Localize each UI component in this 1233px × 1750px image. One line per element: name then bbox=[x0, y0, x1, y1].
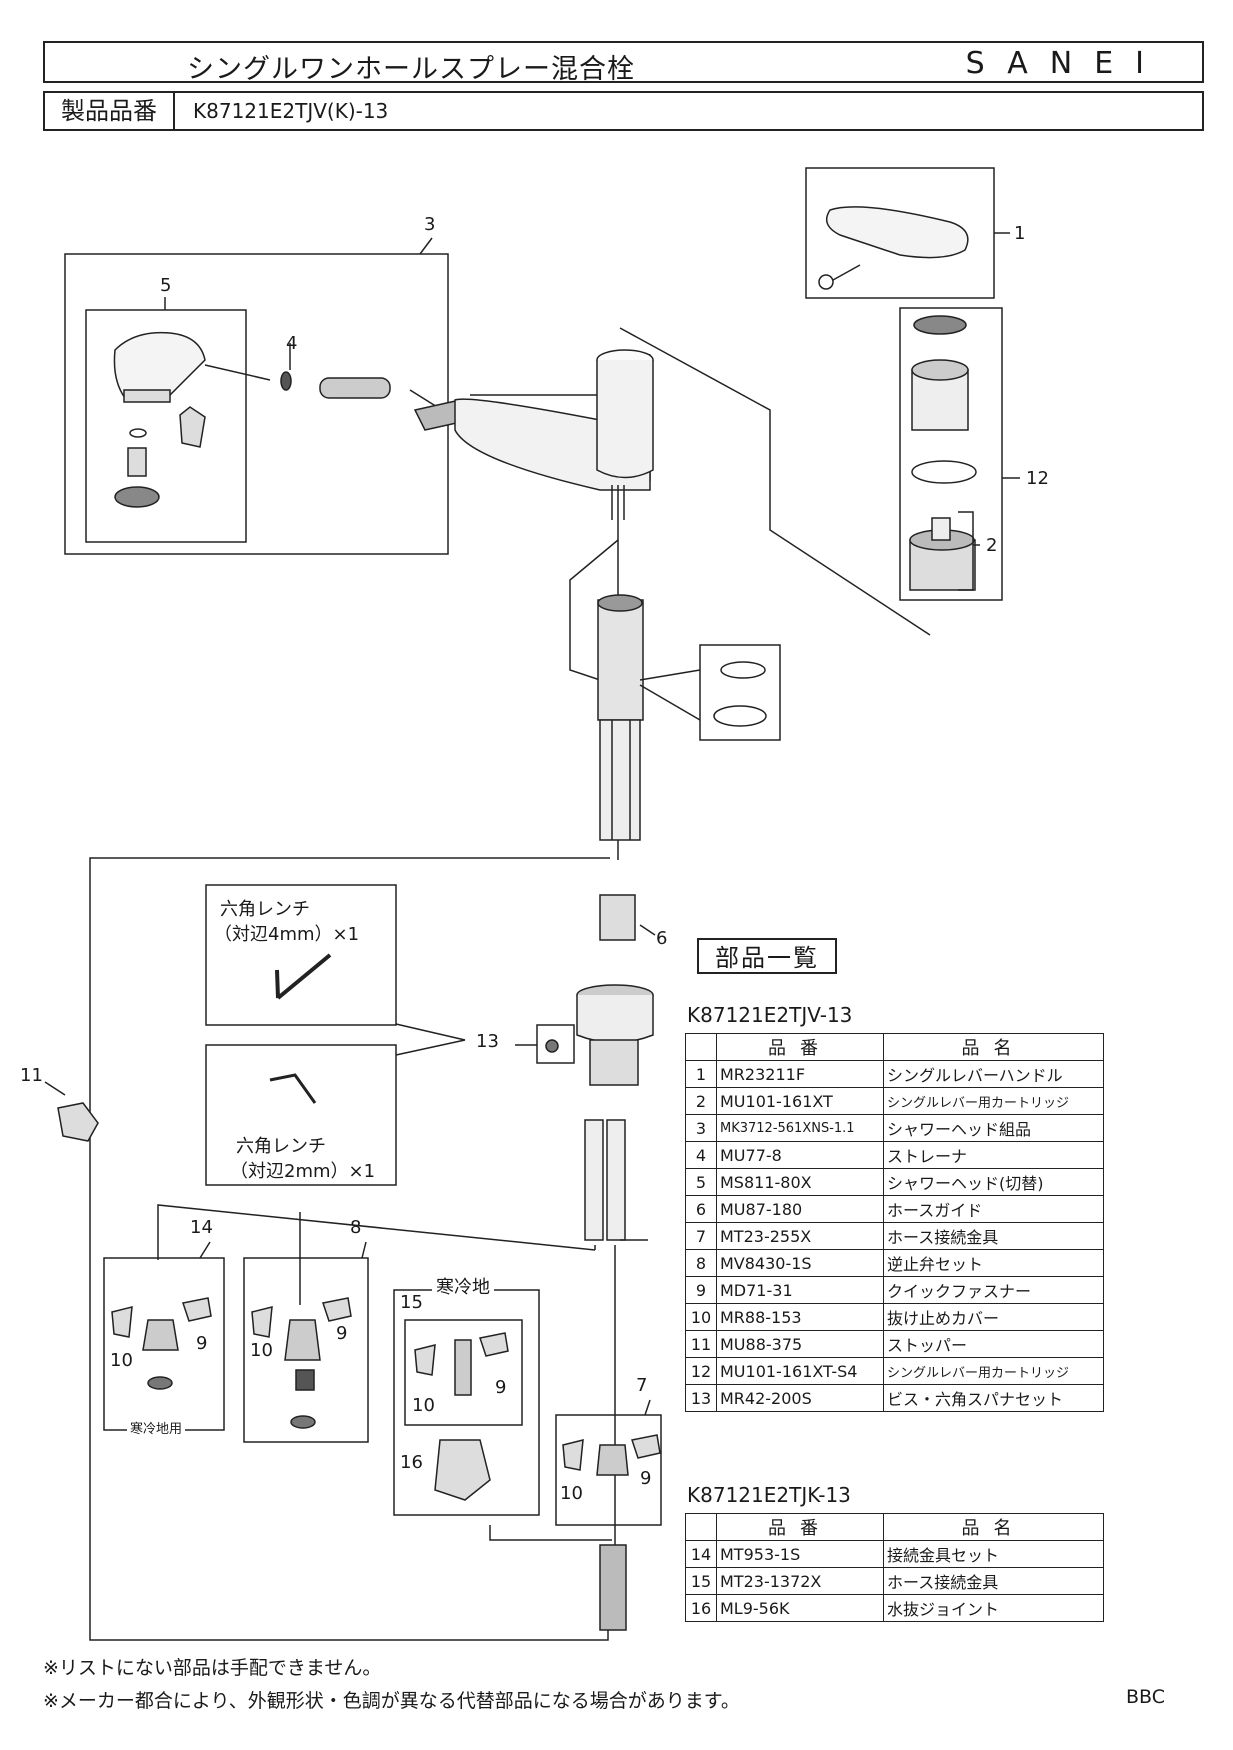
callout-10-d: 10 bbox=[560, 1483, 583, 1504]
model-value: K87121E2TJV(K)-13 bbox=[193, 99, 389, 123]
col-name-header: 品名 bbox=[883, 1513, 1104, 1541]
callout-11: 11 bbox=[20, 1065, 43, 1086]
box-cartridge bbox=[899, 307, 1003, 601]
callout-9-d: 9 bbox=[640, 1468, 652, 1489]
wrench-2mm-size: （対辺2mm）×1 bbox=[230, 1161, 376, 1182]
footer-note-2: ※メーカー都合により、外観形状・色調が異なる代替部品になる場合があります。 bbox=[43, 1690, 740, 1712]
brand-logo: SANEI bbox=[965, 46, 1166, 81]
table2-model: K87121E2TJK-13 bbox=[687, 1483, 851, 1507]
title-bar: シングルワンホールスプレー混合栓 SANEI bbox=[43, 41, 1204, 85]
callout-8: 8 bbox=[350, 1217, 362, 1238]
callout-10-a: 10 bbox=[110, 1350, 133, 1371]
callout-13: 13 bbox=[476, 1031, 499, 1052]
box-wrench-2mm bbox=[205, 1044, 397, 1186]
model-label: 製品品番 bbox=[45, 93, 175, 129]
callout-16: 16 bbox=[400, 1452, 423, 1473]
box-shower-head bbox=[85, 309, 247, 543]
box-wrench-4mm bbox=[205, 884, 397, 1026]
col-name-header: 品名 bbox=[883, 1033, 1104, 1061]
callout-12: 12 bbox=[1026, 468, 1049, 489]
callout-4: 4 bbox=[286, 333, 298, 354]
callout-3: 3 bbox=[424, 214, 436, 235]
footer-note-1: ※リストにない部品は手配できません。 bbox=[43, 1657, 382, 1679]
box-connector-15 bbox=[404, 1319, 523, 1426]
model-bar: 製品品番 K87121E2TJV(K)-13 bbox=[43, 91, 1204, 131]
callout-10-c: 10 bbox=[412, 1395, 435, 1416]
wrench-2mm-label: 六角レンチ bbox=[236, 1136, 326, 1157]
callout-9-c: 9 bbox=[495, 1377, 507, 1398]
callout-6: 6 bbox=[656, 928, 668, 949]
callout-10-b: 10 bbox=[250, 1340, 273, 1361]
box-hose-fitting-7 bbox=[555, 1414, 662, 1526]
parts-list-heading: 部品一覧 bbox=[697, 938, 837, 974]
cold-region-label: 寒冷地 bbox=[432, 1278, 494, 1298]
footer-code: BBC bbox=[1126, 1686, 1166, 1708]
wrench-4mm-size: （対辺4mm）×1 bbox=[214, 924, 360, 945]
callout-9-b: 9 bbox=[336, 1323, 348, 1344]
callout-9-a: 9 bbox=[196, 1333, 208, 1354]
box-clips bbox=[699, 644, 781, 741]
callout-5: 5 bbox=[160, 275, 172, 296]
callout-2: 2 bbox=[986, 535, 998, 556]
table1-model: K87121E2TJV-13 bbox=[687, 1003, 853, 1027]
wrench-4mm-label: 六角レンチ bbox=[220, 899, 310, 920]
callout-1: 1 bbox=[1014, 223, 1026, 244]
table-header-row: 品番 品名 bbox=[685, 1513, 1104, 1541]
cold-region-use-label: 寒冷地用 bbox=[127, 1420, 186, 1440]
callout-14: 14 bbox=[190, 1217, 213, 1238]
box-check-valve-8 bbox=[243, 1257, 369, 1443]
box-shower-assembly bbox=[64, 253, 449, 555]
callout-15: 15 bbox=[400, 1292, 423, 1313]
table-header-row: 品番 品名 bbox=[685, 1033, 1104, 1061]
col-code-header: 品番 bbox=[716, 1513, 884, 1541]
document-title: シングルワンホールスプレー混合栓 bbox=[187, 54, 635, 85]
col-code-header: 品番 bbox=[716, 1033, 884, 1061]
callout-7: 7 bbox=[636, 1375, 648, 1396]
